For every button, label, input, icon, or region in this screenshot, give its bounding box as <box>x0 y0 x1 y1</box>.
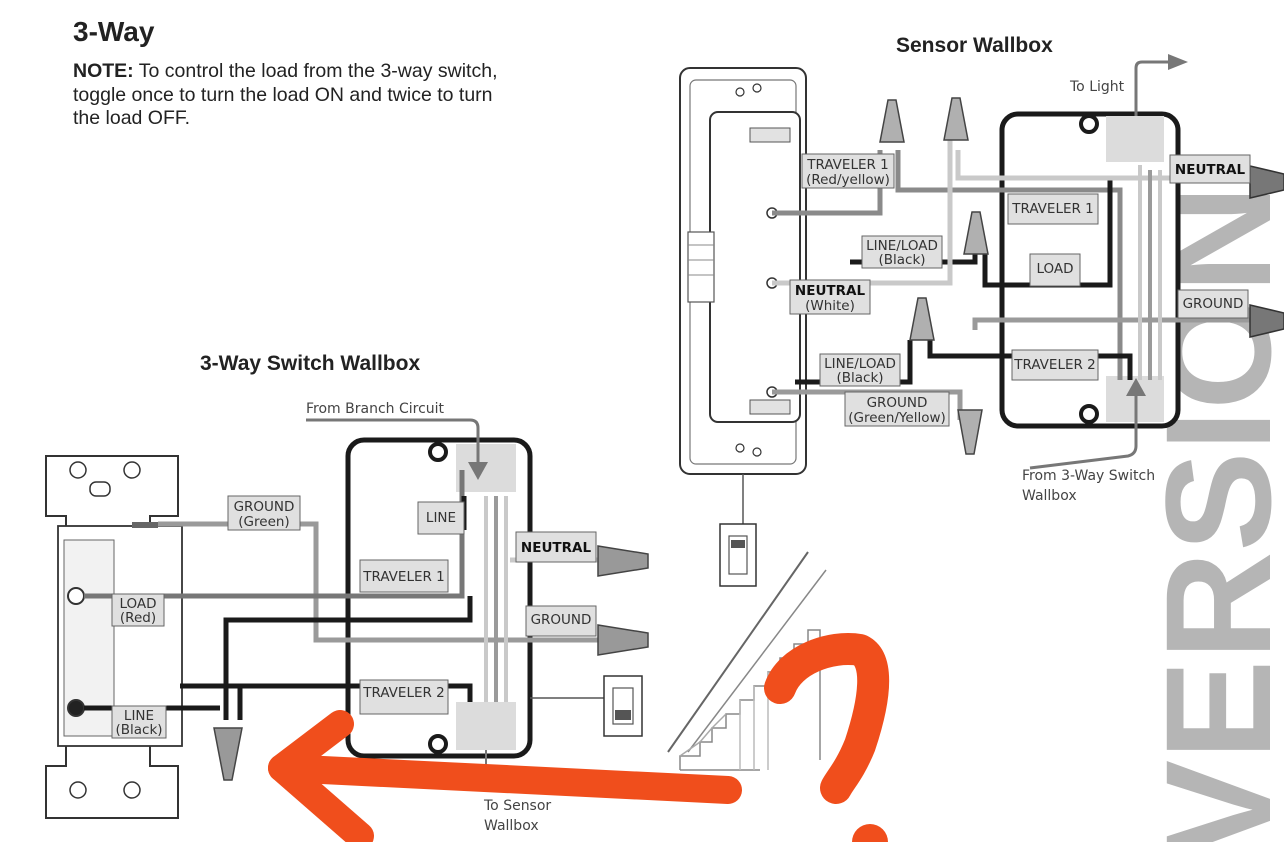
label-text: GROUND <box>234 499 295 515</box>
from-switch-label-line2: Wallbox <box>1022 488 1077 504</box>
switch-traveler1-wire <box>223 596 473 720</box>
label-neutral-white: NEUTRAL (White) <box>789 279 871 315</box>
label-text: (White) <box>805 298 855 314</box>
label-text: TRAVELER 2 <box>362 685 445 701</box>
to-light-arrow <box>1134 60 1172 116</box>
label-text: TRAVELER 1 <box>1011 201 1094 217</box>
switch-wire-nut-line <box>213 727 243 781</box>
sensor-wire-nut-5 <box>957 409 983 455</box>
to-sensor-label-line1: To Sensor <box>483 798 551 814</box>
sensor-cable-entry-top <box>1106 116 1164 162</box>
label-text: LOAD <box>1036 261 1073 277</box>
label-traveler1-box: TRAVELER 1 <box>1007 193 1099 225</box>
sensor-wire-nut-4 <box>909 297 935 341</box>
label-traveler2-switch: TRAVELER 2 <box>359 679 449 715</box>
switch-wire-nut-ground <box>597 624 649 656</box>
orange-arrow-head <box>268 710 374 842</box>
label-text: (Green/Yellow) <box>848 410 946 426</box>
label-ground-right: GROUND <box>1177 289 1249 319</box>
label-text: LINE/LOAD <box>866 238 938 254</box>
orange-question-mark <box>764 633 890 804</box>
note-text: To control the load from the 3-way switc… <box>73 60 498 129</box>
sensor-wallbox: To Light From 3-Way Switch Wallbox TRAVE… <box>679 54 1284 587</box>
note-label: NOTE: <box>73 60 134 82</box>
label-text: GROUND <box>1183 296 1244 312</box>
switch-cable-entry-top <box>456 444 516 492</box>
switch-traveler2-wire <box>237 683 473 720</box>
label-text: (Black) <box>878 252 925 268</box>
orange-annotation <box>268 633 890 842</box>
label-text: (Red/yellow) <box>806 172 890 188</box>
label-text: GROUND <box>531 612 592 628</box>
note-paragraph: NOTE: To control the load from the 3-way… <box>73 60 523 131</box>
label-text: TRAVELER 1 <box>362 569 445 585</box>
label-ground-green: GROUND (Green) <box>227 495 301 531</box>
stairs-illustration <box>667 551 827 771</box>
label-load-red: LOAD (Red) <box>111 593 165 627</box>
orange-arrow-line <box>268 754 742 804</box>
from-branch-label: From Branch Circuit <box>306 401 445 417</box>
sensor-device-body <box>709 111 801 423</box>
to-light-label: To Light <box>1069 79 1125 95</box>
from-branch-arrow <box>306 418 480 466</box>
label-ground-switch: GROUND <box>525 605 597 637</box>
switch-wallbox-heading: 3-Way Switch Wallbox <box>200 352 421 375</box>
label-text: LINE/LOAD <box>824 356 896 372</box>
label-text: (Green) <box>238 514 289 530</box>
orange-question-dot <box>852 824 888 842</box>
sensor-wallbox-heading: Sensor Wallbox <box>896 34 1053 57</box>
from-switch-arrow <box>1029 386 1138 470</box>
sensor-wire-nut-ground <box>1249 304 1284 338</box>
label-neutral-switch: NEUTRAL <box>515 531 597 563</box>
label-line-black: LINE (Black) <box>111 705 167 739</box>
switch-wallbox: From Branch Circuit To Sensor Wallbox GR… <box>45 401 649 834</box>
label-line-box: LINE <box>417 501 465 535</box>
switch-wire-nut-neutral <box>597 545 649 577</box>
label-neutral-right: NEUTRAL <box>1169 154 1251 184</box>
label-lineload-bottom: LINE/LOAD (Black) <box>819 353 901 387</box>
label-lineload-top: LINE/LOAD (Black) <box>861 235 943 269</box>
label-load-box: LOAD <box>1029 253 1081 287</box>
label-text: LINE <box>426 510 456 526</box>
page-title: 3-Way <box>73 16 155 47</box>
label-text: GROUND <box>867 395 928 411</box>
label-text: NEUTRAL <box>795 283 866 299</box>
sensor-wire-nut-neutral <box>1249 165 1284 199</box>
label-text: (Black) <box>836 370 883 386</box>
label-ground-green-yellow: GROUND (Green/Yellow) <box>844 391 950 427</box>
label-text: NEUTRAL <box>521 540 592 556</box>
label-text: NEUTRAL <box>1175 162 1246 178</box>
label-text: (Red) <box>120 610 156 626</box>
label-text: LOAD <box>119 596 156 612</box>
label-traveler1-switch: TRAVELER 1 <box>359 559 449 593</box>
label-text: TRAVELER 1 <box>806 157 889 173</box>
label-text: (Black) <box>115 722 162 738</box>
label-traveler2-box: TRAVELER 2 <box>1011 349 1099 381</box>
label-text: TRAVELER 2 <box>1013 357 1096 373</box>
sensor-wire-nut-1 <box>879 99 905 143</box>
switch-cable-entry-bottom <box>456 702 516 750</box>
sensor-wire-nut-2 <box>943 97 969 141</box>
label-text: LINE <box>124 708 154 724</box>
sensor-wire-nut-3 <box>963 211 989 255</box>
from-switch-label-line1: From 3-Way Switch <box>1022 468 1155 484</box>
label-traveler1-red-yellow: TRAVELER 1 (Red/yellow) <box>801 153 895 189</box>
to-sensor-label-line2: Wallbox <box>484 818 539 834</box>
